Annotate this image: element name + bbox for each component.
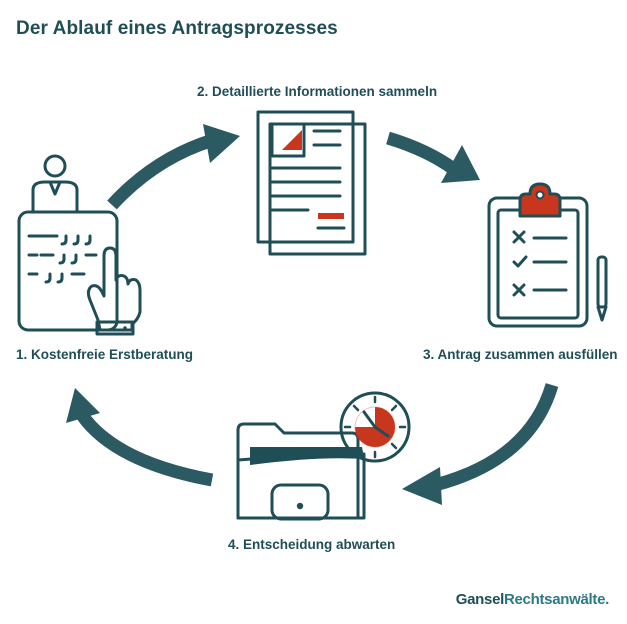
- folder-clock-icon: [236, 391, 411, 521]
- brand-part1: Gansel: [455, 591, 505, 608]
- step-1-label: 1. Kostenfreie Erstberatung: [16, 347, 194, 362]
- documents-icon: [256, 110, 367, 256]
- arrow-4-to-1: [66, 388, 214, 487]
- page-title: Der Ablauf eines Antragsprozesses: [16, 18, 338, 39]
- brand-part2: Rechtsanwälte.: [503, 591, 609, 608]
- clipboard-checklist-icon: [487, 182, 608, 328]
- brand-logo: GanselRechtsanwälte.: [455, 591, 610, 608]
- step-4-label: 4. Entscheidung abwarten: [228, 537, 396, 552]
- arrow-1-to-2: [107, 124, 240, 210]
- consultation-form-icon: [17, 154, 142, 336]
- arrow-2-to-3: [386, 131, 480, 183]
- step-3-label: 3. Antrag zusammen ausfüllen: [423, 347, 618, 362]
- arrow-3-to-4: [402, 383, 559, 505]
- step-2-label: 2. Detaillierte Informationen sammeln: [197, 84, 438, 99]
